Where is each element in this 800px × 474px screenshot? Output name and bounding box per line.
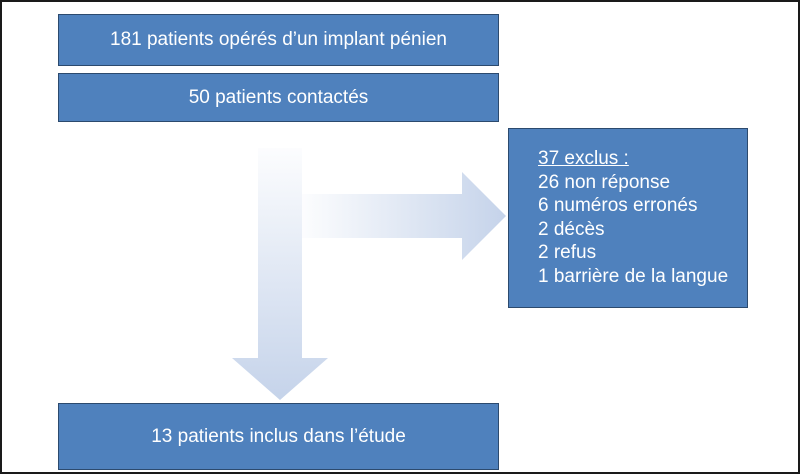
right-arrow <box>302 172 506 260</box>
box-excluded: 37 exclus : 26 non réponse 6 numéros err… <box>508 128 748 308</box>
excluded-item-no-response: 26 non réponse <box>538 171 671 193</box>
box-contacted-patients-text: 50 patients contactés <box>188 86 369 108</box>
excluded-item-refused: 2 refus <box>538 242 597 263</box>
box-operated-patients: 181 patients opérés d’un implant pénien <box>58 14 499 66</box>
box-operated-patients-text: 181 patients opérés d’un implant pénien <box>110 29 447 50</box>
excluded-item-deceased: 2 décès <box>538 218 605 240</box>
down-arrow <box>232 148 328 400</box>
excluded-item-language-barrier: 1 barrière de la langue <box>538 265 729 287</box>
box-included-patients: 13 patients inclus dans l’étude <box>58 403 499 470</box>
excluded-item-wrong-number: 6 numéros erronés <box>538 195 698 216</box>
excluded-title: 37 exclus : <box>538 148 629 169</box>
box-contacted-patients: 50 patients contactés <box>58 73 499 122</box>
box-included-patients-text: 13 patients inclus dans l’étude <box>151 425 406 447</box>
